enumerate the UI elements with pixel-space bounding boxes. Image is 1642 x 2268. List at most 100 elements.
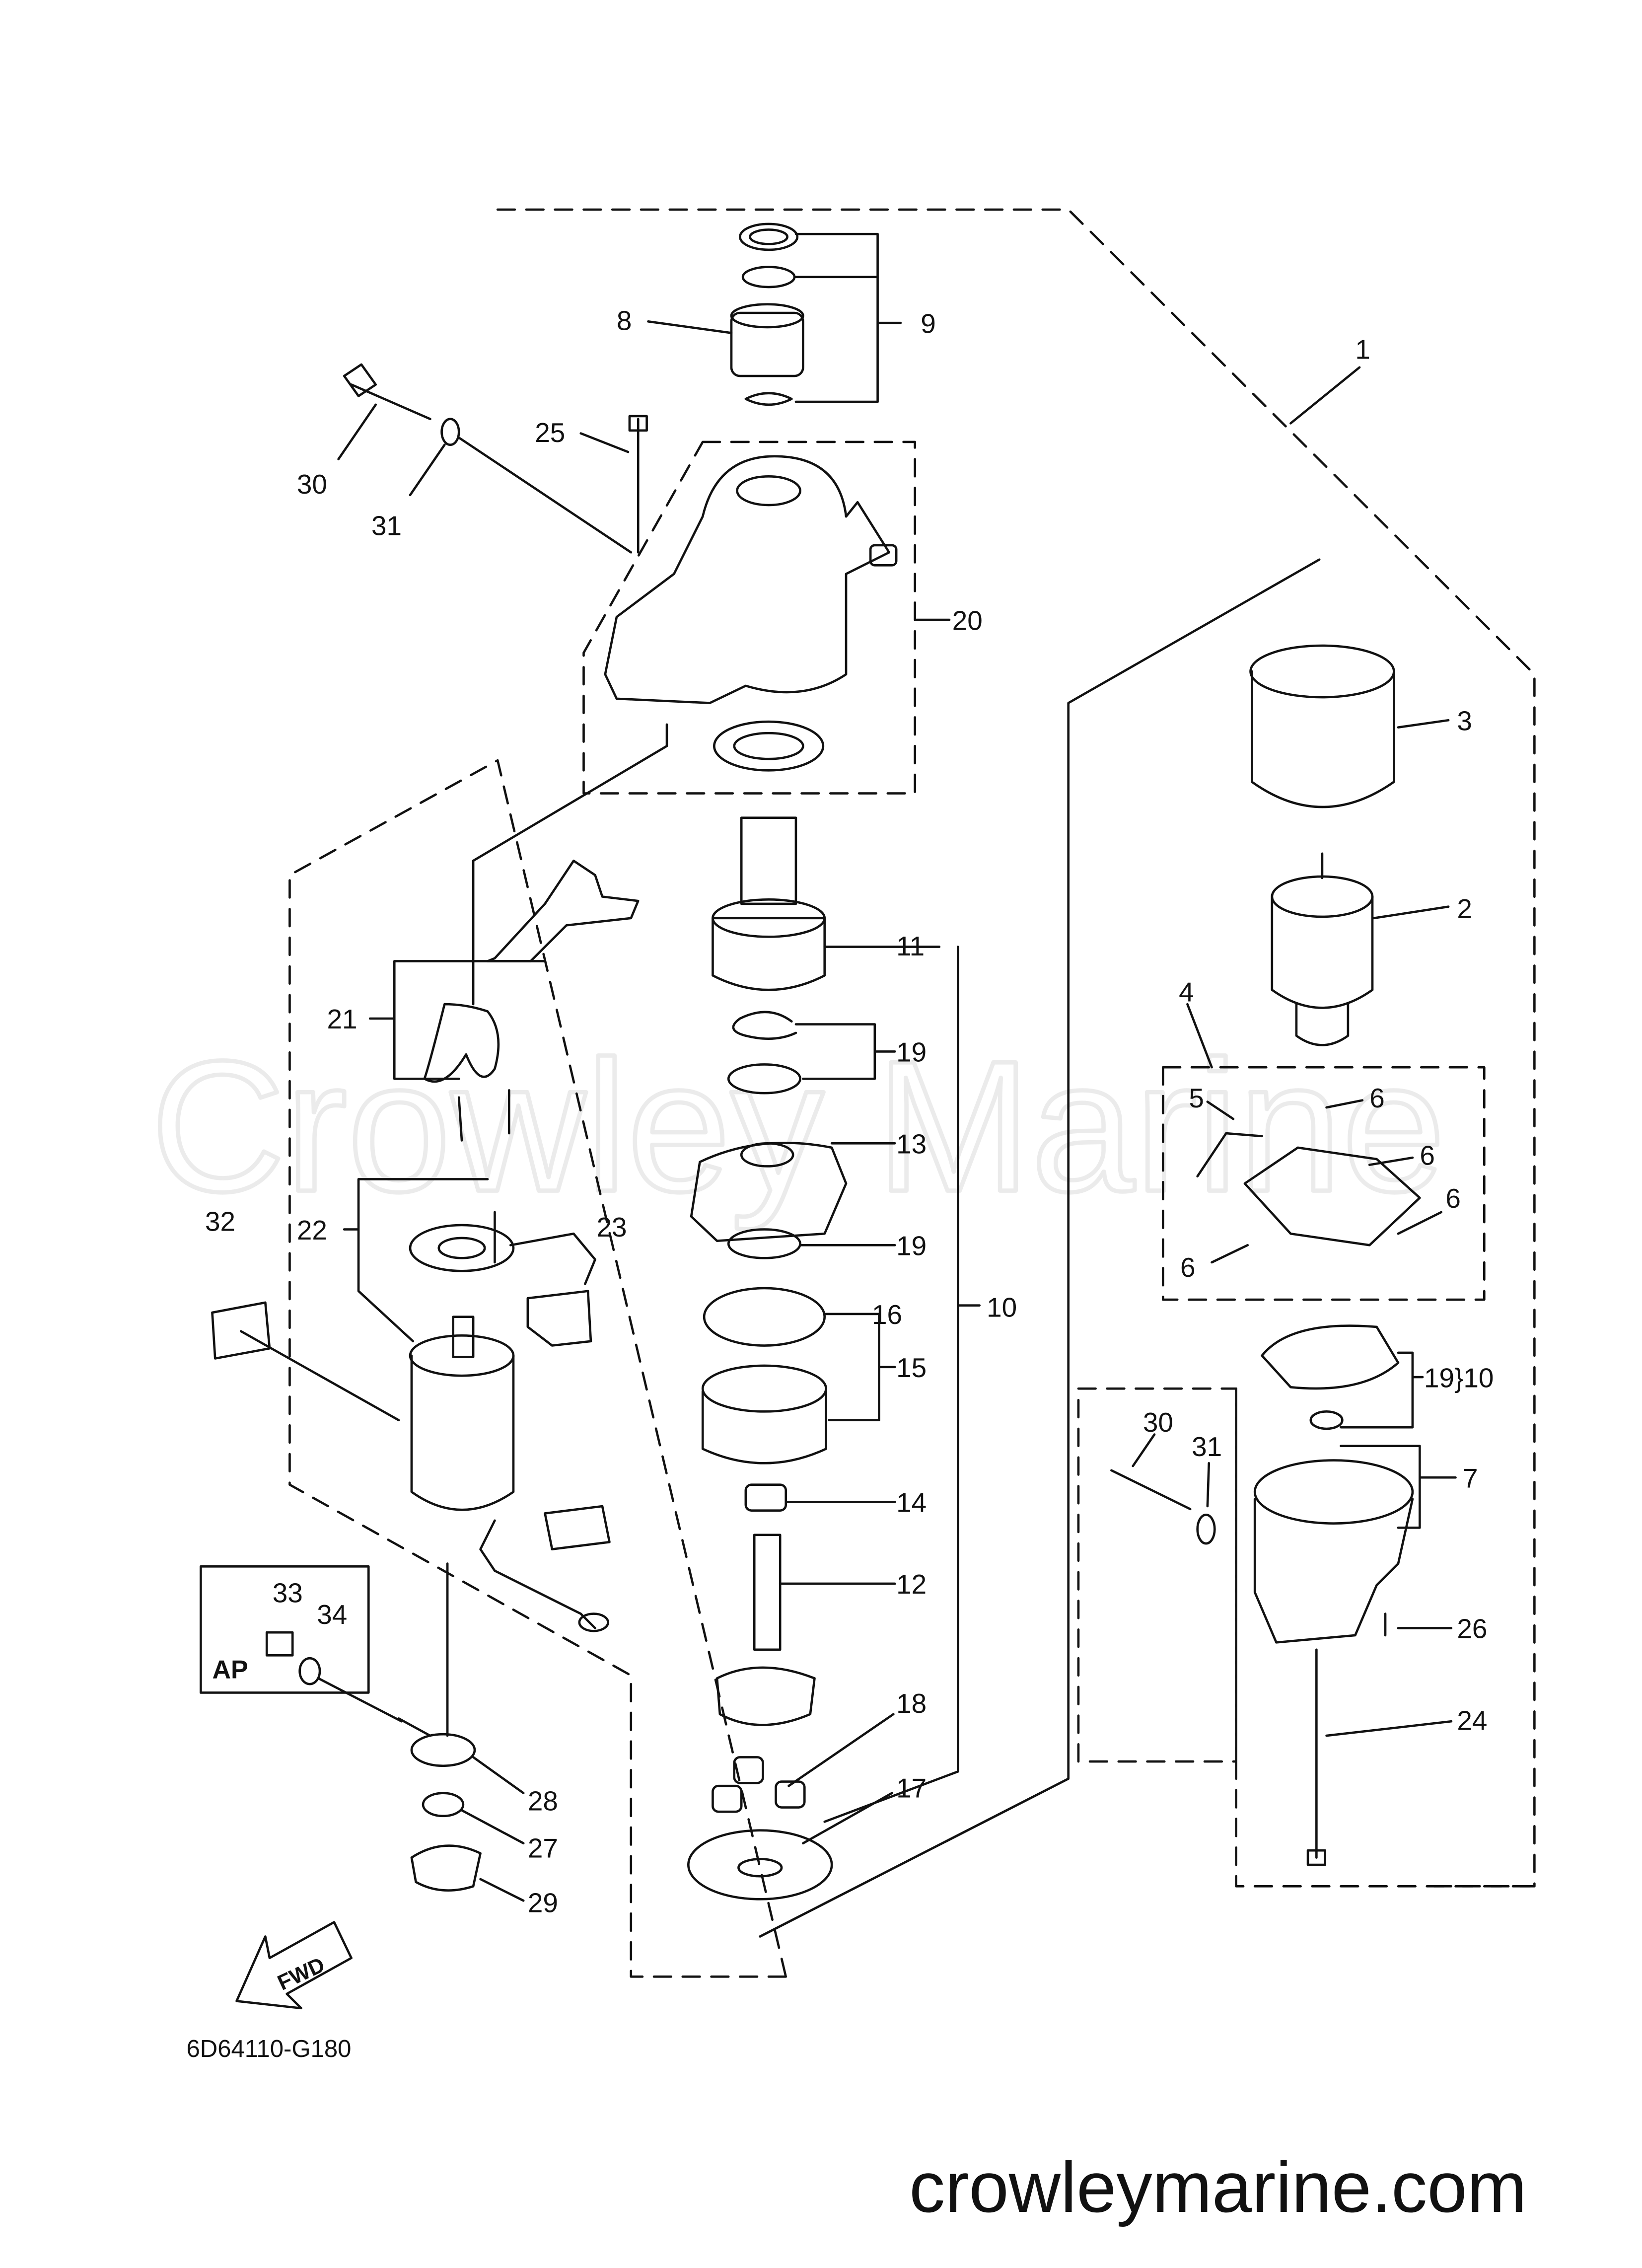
pinion-top: [730, 303, 804, 329]
leader-31b: [1206, 1462, 1211, 1508]
spring: [744, 392, 793, 406]
leader-21: [368, 960, 546, 1080]
front-housing: [604, 455, 891, 704]
leader-16: [823, 1313, 896, 1422]
callout-19-10: 19}10: [1424, 1362, 1494, 1393]
callout-17: 17: [896, 1772, 927, 1803]
leader-6a: [1325, 1099, 1364, 1109]
fwd-arrow: [235, 1921, 353, 2010]
callout-12: 12: [896, 1569, 927, 1600]
callout-6d: 6: [1180, 1252, 1196, 1283]
bolt-30-top: [343, 363, 431, 421]
leader-label-32: [239, 1330, 400, 1422]
callout-23: 23: [596, 1212, 627, 1243]
snap-ring: [741, 266, 796, 289]
leader-19a: [794, 1023, 896, 1080]
leader-8: [647, 320, 733, 334]
callout-24: 24: [1457, 1705, 1487, 1736]
rubber-boot: [526, 1290, 592, 1347]
internal-gear-15-top: [701, 1364, 827, 1413]
callout-9: 9: [921, 308, 936, 339]
callout-1: 1: [1355, 334, 1370, 365]
planet-gear-a: [733, 1756, 764, 1784]
through-bolt-24-head: [1306, 1849, 1327, 1866]
housing-bushing: [869, 544, 898, 567]
planet-gear-c: [775, 1780, 806, 1809]
nut-33: [265, 1631, 294, 1657]
brush-lead: [1196, 1132, 1263, 1178]
website-text: crowleymarine.com: [909, 2147, 1527, 2227]
planet-gear-b: [712, 1784, 743, 1813]
leader-spring: [457, 1089, 510, 1142]
center-bracket-hub: [740, 1142, 794, 1168]
callout-34: 34: [317, 1599, 347, 1630]
drawing-code: 6D64110-G180: [186, 2036, 351, 2062]
callout-19a: 19: [896, 1037, 927, 1068]
callout-28: 28: [528, 1785, 558, 1816]
seal-ring: [739, 222, 799, 251]
callout-3: 3: [1457, 705, 1472, 736]
drive-clutch-top: [712, 898, 826, 938]
pinion-gear: [730, 311, 804, 377]
leader-4: [1186, 1003, 1213, 1069]
leader-6d: [1211, 1244, 1249, 1264]
shift-lever: [486, 859, 640, 962]
box-part-24: [1235, 1387, 1536, 1888]
callout-25: 25: [535, 417, 565, 448]
solenoid-plate-hole: [437, 1237, 486, 1259]
bolt-30-right: [1110, 1469, 1192, 1511]
callout-8: 8: [617, 305, 632, 336]
leader-1: [1289, 366, 1361, 425]
solenoid: [410, 1354, 515, 1511]
leader-5: [1206, 1100, 1235, 1120]
leader-28: [472, 1756, 525, 1794]
leader-18: [787, 1713, 895, 1787]
callout-30a: 30: [297, 469, 327, 500]
plate-17: [687, 1829, 833, 1901]
leader-ap-to-stud: [317, 1677, 403, 1723]
ring-gear-16: [703, 1287, 826, 1347]
callout-4: 4: [1179, 976, 1194, 1007]
brush-holder: [1243, 1146, 1421, 1246]
planet-shaft: [753, 1534, 782, 1651]
armature: [1271, 895, 1374, 1009]
holder-29: [410, 1844, 482, 1892]
callout-33: 33: [273, 1578, 303, 1609]
callout-6b: 6: [1420, 1140, 1435, 1171]
callout-15: 15: [896, 1352, 927, 1383]
watermark-text: Crowley Marine: [150, 1022, 1445, 1232]
leader-27: [460, 1809, 525, 1845]
box-ap: [200, 1565, 370, 1694]
callout-27: 27: [528, 1833, 558, 1864]
leader-24: [1325, 1720, 1453, 1737]
leader-22: [343, 1178, 489, 1343]
washer-31-top: [440, 418, 460, 446]
callout-14: 14: [896, 1487, 927, 1518]
leader-23: [509, 1232, 596, 1285]
rear-cover: [1253, 1498, 1414, 1644]
bolt-25-head: [628, 415, 648, 432]
bushing-end: [1309, 1410, 1344, 1430]
washer-31-right: [1196, 1514, 1216, 1545]
callout-16: 16: [872, 1299, 902, 1330]
callout-31a: 31: [371, 511, 402, 541]
center-bracket: [690, 1142, 848, 1242]
leader-31: [409, 443, 446, 497]
rear-cover-top: [1253, 1459, 1414, 1525]
end-plate: [1261, 1324, 1400, 1390]
solenoid-lead: [479, 1519, 596, 1629]
cap-27: [422, 1792, 465, 1818]
leader-25: [579, 432, 630, 453]
box-part-20: [582, 440, 916, 795]
bearing: [713, 720, 825, 772]
leader-7: [1340, 1445, 1457, 1529]
leader-bolt-30-to-housing: [457, 436, 633, 554]
assembly-boundary-10b: [759, 1777, 1070, 1938]
callout-6a: 6: [1369, 1083, 1385, 1113]
washer-19b: [727, 1228, 801, 1259]
callout-10: 10: [987, 1292, 1017, 1323]
solenoid-top: [409, 1334, 515, 1377]
armature-top: [1271, 875, 1374, 918]
